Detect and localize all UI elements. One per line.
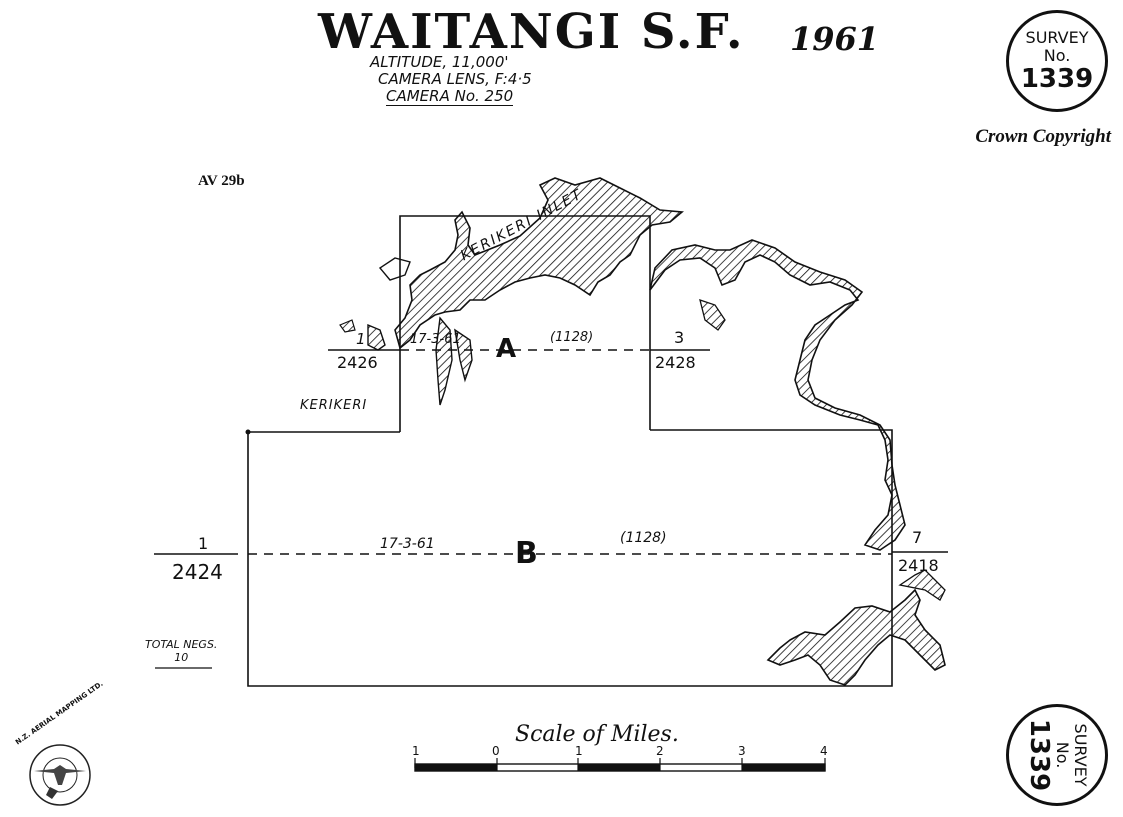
- run-b-boundary: [245, 429, 893, 687]
- seal-number: 1339: [1020, 64, 1094, 94]
- total-negatives: TOTAL NEGS. 10: [145, 638, 217, 664]
- run-b-code: (1128): [620, 530, 667, 546]
- scale-tick: 1: [575, 744, 583, 758]
- seal-no: No.: [1043, 46, 1071, 65]
- run-b-end-top: 7: [912, 528, 923, 547]
- seal-word: SURVEY: [1025, 28, 1089, 47]
- altitude-text: ALTITUDE, 11,000': [370, 53, 509, 71]
- run-a-end-bottom: 2428: [655, 353, 696, 372]
- run-b-end-bottom: 2418: [898, 556, 939, 575]
- survey-seal: SURVEY No. 1339: [1006, 10, 1108, 112]
- run-a-code: (1128): [550, 330, 594, 345]
- run-a-boundary: [399, 215, 651, 432]
- run-a-start-top: 1: [356, 330, 366, 348]
- scale-tick: 1: [412, 744, 420, 758]
- run-a-label: A: [496, 334, 517, 364]
- total-negs-label: TOTAL NEGS.: [145, 638, 218, 651]
- run-b-start-top: 1: [198, 534, 209, 553]
- total-negs-value: 10: [174, 651, 189, 664]
- run-a-end-top: 3: [674, 328, 685, 347]
- run-b-date: 17-3-61: [380, 536, 435, 552]
- flight-details: ALTITUDE, 11,000' CAMERA LENS, F:4·5 CAM…: [370, 54, 532, 106]
- scale-tick: 2: [656, 744, 664, 758]
- scale-bar: [414, 758, 826, 772]
- kerikeri-inlet-shape: [339, 177, 684, 406]
- run-a-start-bottom: 2426: [337, 353, 378, 372]
- scale-title: Scale of Miles.: [515, 722, 679, 747]
- southeast-inlet: [766, 569, 946, 686]
- survey-year: 1961: [790, 20, 880, 58]
- map-title: WAITANGI S.F.: [318, 4, 745, 60]
- lens-text: CAMERA LENS, F:4·5: [378, 70, 532, 88]
- scale-tick: 3: [738, 744, 746, 758]
- east-coastline: [649, 239, 906, 551]
- run-a-date: 17-3-61: [410, 332, 461, 347]
- scale-tick: 4: [820, 744, 828, 758]
- copyright-text: Crown Copyright: [975, 126, 1111, 147]
- run-b-label: B: [515, 536, 538, 571]
- scale-tick: 0: [492, 744, 500, 758]
- nz-aerial-mapping-logo: [29, 744, 91, 806]
- town-label: KERIKERI: [300, 398, 368, 413]
- camera-text: CAMERA No. 250: [386, 87, 514, 106]
- sheet-reference: AV 29b: [198, 173, 245, 189]
- run-b-start-bottom: 2424: [172, 560, 223, 584]
